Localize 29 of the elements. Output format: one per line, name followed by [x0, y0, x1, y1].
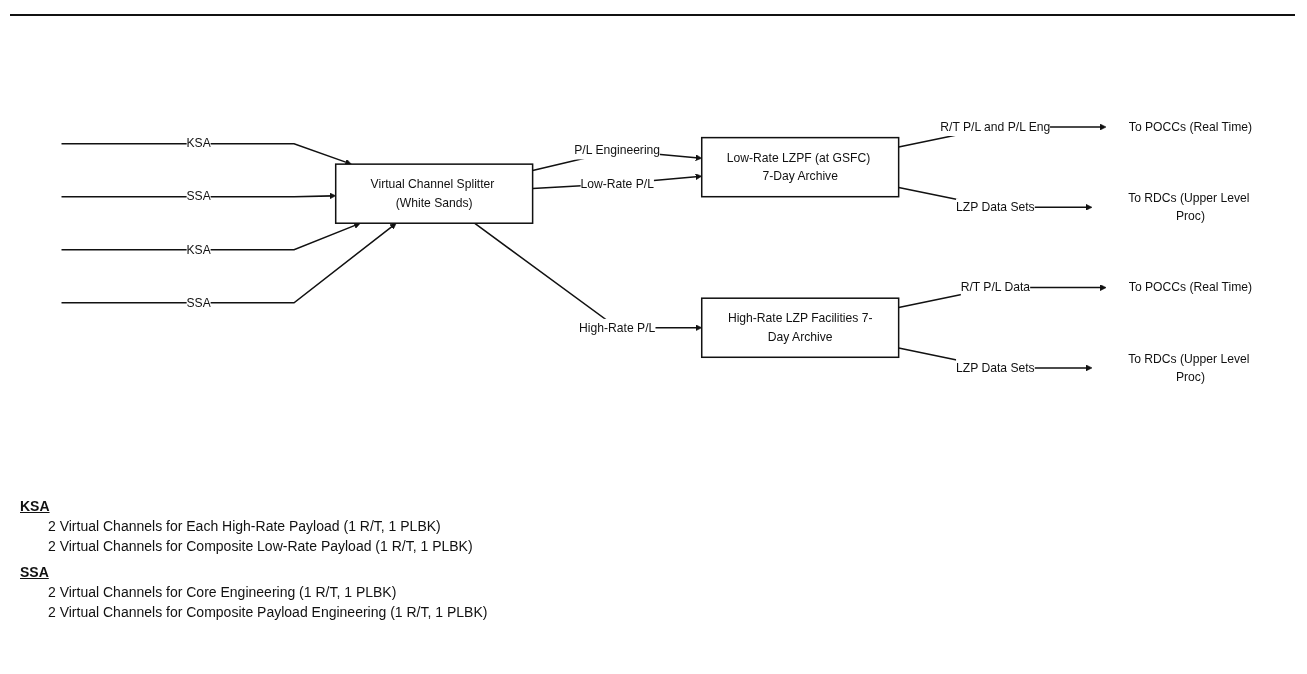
arrow — [60, 222, 361, 251]
edge-label: LZP Data Sets — [956, 361, 1035, 374]
edge-label: KSA — [186, 136, 211, 150]
node-text: To POCCs (Real Time) — [1128, 280, 1253, 294]
note-text: 2 Virtual Channels for Composite Low-Rate Payload (1 R/T, 1 PLBK) — [47, 537, 474, 556]
arrow — [60, 192, 336, 200]
arrow — [60, 142, 352, 166]
edge-label: P/L Engineering — [574, 143, 661, 157]
edge-label: High-Rate P/L — [579, 320, 656, 334]
node-box — [334, 163, 534, 224]
node-text: To RDCs (Upper Level Proc) — [1128, 351, 1250, 384]
edge-label: SSA — [186, 295, 211, 309]
node-text: To RDCs (Upper Level Proc) — [1128, 191, 1250, 223]
note-heading: KSA — [20, 497, 51, 516]
edge-label: KSA — [186, 242, 211, 256]
node-box — [700, 136, 900, 198]
edge-label: R/T P/L and P/L Eng — [940, 120, 1051, 134]
flow-diagram: KSA SSA KSA SSA P/L Engineering Low-Rate P/L High-Rate P/L R/T P/L and P/L Eng LZP Data Sets R/T P/L Data LZP Data Sets Virtual Channel Splitter (White Sands) Low-Rate LZPF (at GSFC) 7-Day Archive High-Rate LZP Facilities 7-Day Archive To POCCs (Real Time) To RDCs (Upper Level Proc) To POCCs (Real Time) To RDCs (Upper Level Proc) — [10, 22, 1295, 482]
note-text: 2 Virtual Channels for Core Engineering (1 R/T, 1 PLBK) — [47, 583, 398, 602]
edge-label: Low-Rate P/L — [580, 177, 654, 190]
note-text: 2 Virtual Channels for Each High-Rate Payload (1 R/T, 1 PLBK) — [47, 517, 442, 536]
edge-label: R/T P/L Data — [960, 280, 1031, 294]
note-text: 2 Virtual Channels for Composite Payload Engineering (1 R/T, 1 PLBK) — [47, 603, 488, 622]
node-text: To POCCs (Real Time) — [1128, 120, 1253, 134]
edge-label: LZP Data Sets — [956, 200, 1035, 214]
note-heading: SSA — [20, 563, 50, 582]
node-box — [700, 297, 900, 359]
arrow — [60, 222, 397, 304]
edge-label: SSA — [186, 189, 211, 203]
